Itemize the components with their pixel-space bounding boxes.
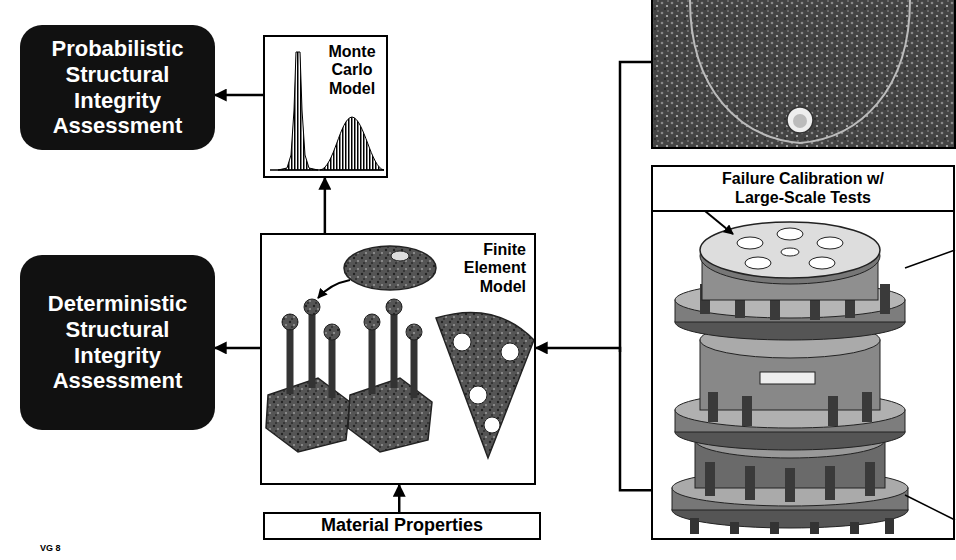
test-rig-part — [705, 462, 715, 496]
node-label: Finite Element Model — [446, 241, 526, 296]
fe-mesh-bolted-segment-part — [266, 378, 350, 452]
fe-mesh-bolted-segment — [266, 299, 350, 452]
test-rig-part — [850, 522, 859, 534]
histogram-part — [320, 117, 384, 170]
flow-arrow — [324, 178, 327, 233]
test-rig-part — [730, 522, 739, 534]
test-rig-part — [785, 468, 795, 502]
flow-arrow — [398, 485, 401, 512]
fe-mesh-bolted-segment-part — [391, 307, 398, 388]
flow-arrow — [536, 348, 651, 490]
fe-mesh-sector — [436, 312, 534, 458]
flow-arrow — [215, 94, 263, 97]
histogram-part — [270, 169, 384, 171]
test-rig-part — [708, 392, 718, 422]
node-label: Monte Carlo Model — [321, 43, 383, 98]
test-rig-part — [777, 228, 803, 240]
fe-mesh-bolted-segment-part — [287, 322, 294, 394]
fe-mesh-bolted-segment-part — [411, 332, 418, 398]
fe-mesh-disc-part — [318, 280, 350, 298]
test-rig-part — [742, 396, 752, 426]
test-rig-part — [809, 257, 835, 269]
test-rig — [672, 211, 955, 534]
histogram-part — [278, 52, 318, 170]
fe-mesh-disc-part — [391, 251, 409, 261]
node-label: Material Properties — [321, 515, 483, 537]
test-rig-part — [885, 518, 894, 534]
fe-mesh-sector-part — [436, 312, 534, 458]
fe-mesh-bolted-segment — [348, 299, 432, 452]
fe-mesh-bolted-segment-part — [282, 314, 298, 330]
model-box: Finite Element Model — [260, 233, 536, 485]
test-rig-part — [825, 466, 835, 500]
specimen-photo — [652, 0, 955, 148]
fe-mesh-bolted-segment-part — [348, 378, 432, 452]
test-rig-part — [905, 250, 955, 268]
test-rig-part — [817, 237, 843, 249]
test-rig-part — [810, 522, 819, 534]
test-rig-part — [880, 284, 890, 314]
specimen-photo-part — [690, 0, 910, 143]
specimen-photo-part — [793, 114, 807, 128]
node-label: Probabilistic Structural Integrity Asses… — [28, 36, 207, 140]
test-rig-part — [705, 211, 733, 234]
test-rig-part — [781, 248, 799, 256]
fe-mesh-disc — [318, 246, 436, 298]
flow-arrow — [215, 347, 260, 350]
test-rig-part — [760, 372, 815, 384]
node-label: Deterministic Structural Integrity Asses… — [28, 291, 207, 395]
fe-mesh-sector-part — [453, 333, 471, 351]
fe-mesh-bolted-segment-part — [329, 332, 336, 398]
fe-mesh-bolted-segment-part — [364, 314, 380, 330]
test-rig-part — [862, 392, 872, 422]
test-rig-part — [745, 466, 755, 500]
fe-mesh-sector-part — [469, 386, 487, 404]
specimen-photo-part — [787, 107, 813, 133]
bracket-line — [620, 62, 652, 352]
test-rig-part — [737, 237, 763, 249]
node-label: Failure Calibration w/ Large-Scale Tests — [653, 167, 953, 212]
test-rig-part — [700, 222, 880, 278]
test-rig-part — [828, 396, 838, 426]
fe-mesh-sector-part — [501, 343, 519, 361]
input-box: Material Properties — [263, 512, 541, 540]
fe-mesh-bolted-segment-part — [304, 299, 320, 315]
test-box: Failure Calibration w/ Large-Scale Tests — [651, 165, 955, 540]
test-rig-part — [865, 462, 875, 496]
model-box: Monte Carlo Model — [263, 35, 388, 178]
slide-number: VG 8 — [40, 543, 61, 553]
fe-mesh-sector-part — [484, 417, 500, 433]
result-box: Deterministic Structural Integrity Asses… — [20, 255, 215, 430]
fe-mesh-bolted-segment-part — [309, 307, 316, 388]
bracket-line-part — [620, 62, 652, 352]
fe-mesh-bolted-segment-part — [369, 322, 376, 394]
fe-mesh-disc-part — [344, 246, 436, 290]
test-rig-part — [690, 518, 699, 534]
fe-mesh-bolted-segment-part — [386, 299, 402, 315]
fe-mesh-bolted-segment-part — [324, 324, 340, 340]
test-rig-part — [905, 495, 955, 520]
test-rig-part — [745, 257, 771, 269]
specimen-photo-part — [652, 0, 955, 148]
result-box: Probabilistic Structural Integrity Asses… — [20, 25, 215, 150]
test-rig-part — [770, 522, 779, 534]
fe-mesh-bolted-segment-part — [406, 324, 422, 340]
